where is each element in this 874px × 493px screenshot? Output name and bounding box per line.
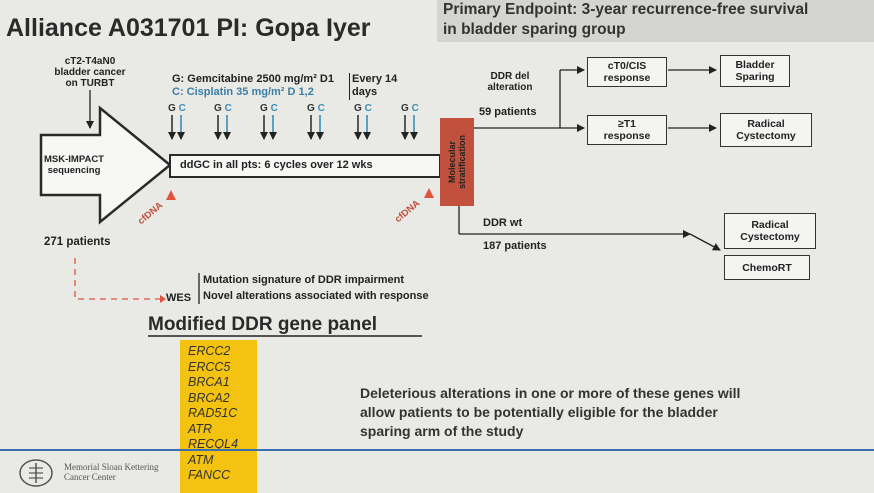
dose-label-6: G C	[401, 103, 419, 114]
wes-note-1: Mutation signature of DDR impairment	[203, 274, 405, 286]
schedule-label: Every 14 days	[352, 73, 398, 98]
msk-logo-text: Memorial Sloan Kettering Cancer Center	[64, 462, 159, 482]
gene-item: RECQL4	[188, 437, 239, 451]
gene-item: FANCC	[188, 468, 231, 482]
regimen-divider	[349, 73, 350, 100]
eligibility-note: Deleterious alterations in one or more o…	[360, 385, 741, 439]
slide-title: Alliance A031701 PI: Gopa Iyer	[6, 14, 371, 42]
regimen-cisplatin: C: Cisplatin 35 mg/m² D 1,2	[172, 86, 314, 98]
panel-heading: Modified DDR gene panel	[148, 314, 378, 335]
dosing-arrows	[168, 115, 418, 140]
treatment-label: ddGC in all pts: 6 cycles over 12 wks	[180, 159, 373, 171]
msk-logo-icon	[19, 459, 53, 487]
endpoint-line-2: in bladder sparing group	[443, 21, 626, 38]
ddr-wt-label: DDR wt	[483, 217, 523, 229]
gene-item: ERCC5	[188, 359, 231, 374]
dose-label-3: G C	[260, 103, 278, 114]
msk-impact-arrow	[39, 105, 172, 225]
ddr-del-patients: 59 patients	[479, 106, 537, 118]
cfdna-marker-end	[424, 188, 434, 198]
outcome-chemort: ChemoRT	[724, 255, 810, 280]
ddr-del-label: DDR del alteration	[487, 71, 533, 93]
primary-endpoint: Primary Endpoint: 3-year recurrence-free…	[437, 0, 874, 42]
wes-note-2: Novel alterations associated with respon…	[203, 290, 429, 302]
dose-label-5: G C	[354, 103, 372, 114]
dose-label-1: G C	[168, 103, 186, 114]
gene-item: ATR	[188, 421, 213, 436]
wes-dashed-path	[74, 258, 160, 300]
gene-item: ATM	[188, 452, 214, 467]
eligibility-label: cT2-T4aN0 bladder cancer on TURBT	[54, 56, 126, 89]
ddr-wt-patients: 187 patients	[483, 240, 547, 252]
footer-divider	[0, 449, 874, 451]
endpoint-line-1: Primary Endpoint: 3-year recurrence-free…	[443, 1, 809, 18]
total-patients: 271 patients	[44, 236, 111, 248]
cfdna-marker-start	[166, 190, 176, 200]
msk-impact-label: MSK-IMPACT sequencing	[44, 154, 104, 176]
gene-item: RAD51C	[188, 406, 238, 420]
regimen-gemcitabine: G: Gemcitabine 2500 mg/m² D1	[172, 73, 334, 85]
wes-label: WES	[166, 292, 192, 304]
gene-panel: ERCC2 ERCC5 BRCA1 BRCA2 RAD51C ATR RECQL…	[180, 340, 257, 493]
gene-item: BRCA1	[188, 375, 230, 389]
gene-item: ERCC2	[188, 344, 231, 358]
dose-label-4: G C	[307, 103, 325, 114]
gene-item: BRCA2	[188, 390, 230, 405]
dose-label-2: G C	[214, 103, 232, 114]
